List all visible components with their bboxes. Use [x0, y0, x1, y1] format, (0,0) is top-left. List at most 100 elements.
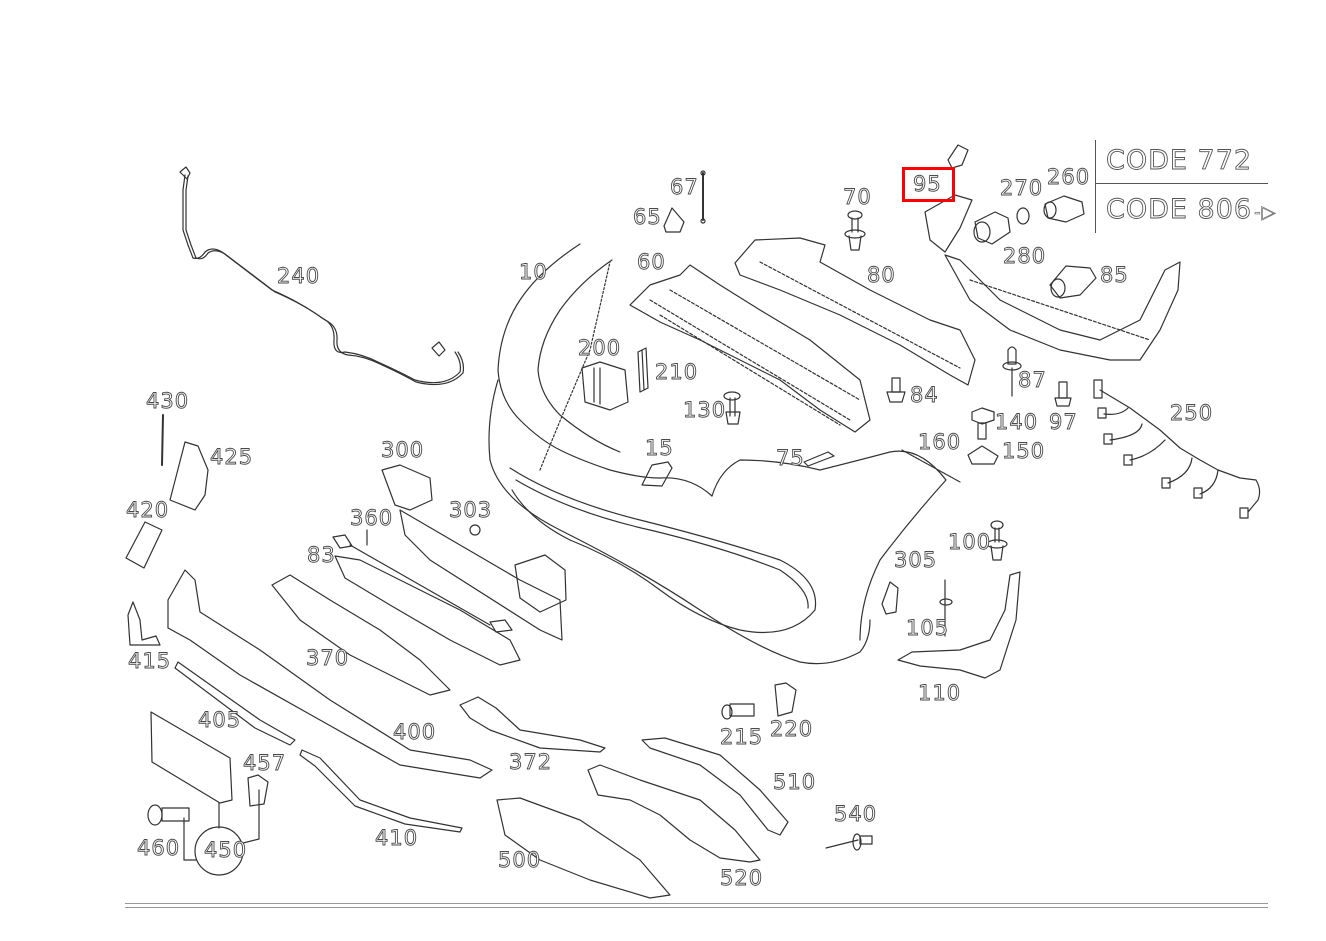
- cover-420[interactable]: [125, 521, 163, 569]
- callout-250[interactable]: 250: [1170, 401, 1214, 425]
- rivet-87[interactable]: [1002, 346, 1022, 397]
- callout-200[interactable]: 200: [578, 336, 622, 360]
- callout-150[interactable]: 150: [1002, 439, 1046, 463]
- callout-240[interactable]: 240: [277, 264, 321, 288]
- callout-540[interactable]: 540: [834, 802, 878, 826]
- frame-520[interactable]: [587, 764, 761, 863]
- callout-270[interactable]: 270: [1000, 176, 1044, 200]
- callout-400[interactable]: 400: [393, 720, 437, 744]
- callout-10[interactable]: 10: [519, 260, 548, 284]
- trim-510[interactable]: [641, 737, 789, 836]
- cap-15[interactable]: [641, 461, 673, 487]
- bolt-140[interactable]: [971, 407, 995, 440]
- code-806-link[interactable]: CODE 806-▷: [1106, 194, 1277, 226]
- callout-410[interactable]: 410: [375, 826, 419, 850]
- callout-110[interactable]: 110: [918, 681, 962, 705]
- callout-215[interactable]: 215: [720, 725, 764, 749]
- bracket-95[interactable]: [924, 144, 973, 253]
- carrier-80[interactable]: [734, 237, 976, 386]
- park-sensor-280[interactable]: [973, 211, 1011, 245]
- callout-210[interactable]: 210: [655, 360, 699, 384]
- code-772-label[interactable]: CODE 772: [1106, 145, 1253, 177]
- bracket-305[interactable]: [881, 581, 899, 615]
- callout-60[interactable]: 60: [637, 250, 666, 274]
- park-sensor-260[interactable]: [1043, 195, 1085, 223]
- callout-70[interactable]: 70: [843, 185, 872, 209]
- spoiler-370[interactable]: [271, 574, 451, 696]
- callout-450[interactable]: 450: [204, 838, 248, 862]
- bracket-110[interactable]: [897, 571, 1021, 679]
- impact-absorber-300[interactable]: [381, 464, 567, 641]
- callout-500[interactable]: 500: [498, 848, 542, 872]
- trim-405[interactable]: [174, 661, 296, 746]
- carrier-right[interactable]: [944, 254, 1181, 361]
- callout-84[interactable]: 84: [910, 383, 939, 407]
- strip-160[interactable]: [901, 449, 961, 483]
- bumper-cover-10[interactable]: [488, 243, 947, 665]
- callout-305[interactable]: 305: [894, 548, 938, 572]
- callout-372[interactable]: 372: [509, 750, 553, 774]
- wire-harness-250[interactable]: [1093, 379, 1261, 519]
- callout-130[interactable]: 130: [683, 398, 727, 422]
- callout-80[interactable]: 80: [867, 263, 896, 287]
- callout-105[interactable]: 105: [906, 616, 950, 640]
- clip-100[interactable]: [986, 520, 1008, 561]
- part-65[interactable]: [663, 207, 685, 233]
- rivet-540[interactable]: [825, 833, 873, 851]
- callout-457[interactable]: 457: [243, 751, 287, 775]
- callout-510[interactable]: 510: [773, 770, 817, 794]
- part-67[interactable]: [700, 170, 706, 224]
- callout-425[interactable]: 425: [210, 445, 254, 469]
- nut-457[interactable]: [247, 774, 269, 807]
- bracket-425[interactable]: [169, 441, 209, 511]
- callout-75[interactable]: 75: [776, 446, 805, 470]
- callout-280[interactable]: 280: [1003, 244, 1047, 268]
- wire-harness-240[interactable]: [179, 166, 465, 386]
- plate-bracket-450[interactable]: [150, 711, 260, 876]
- callout-83[interactable]: 83: [307, 543, 336, 567]
- clip-303[interactable]: [469, 524, 481, 536]
- module-200[interactable]: [581, 361, 629, 411]
- nut-220[interactable]: [774, 682, 797, 717]
- trim-410[interactable]: [299, 749, 463, 833]
- callout-67[interactable]: 67: [670, 175, 699, 199]
- callout-85[interactable]: 85: [1100, 263, 1129, 287]
- callout-520[interactable]: 520: [720, 866, 764, 890]
- callout-360[interactable]: 360: [350, 506, 394, 530]
- callout-300[interactable]: 300: [381, 438, 425, 462]
- screw-215[interactable]: [721, 703, 755, 720]
- bracket-210[interactable]: [637, 347, 649, 393]
- callout-97[interactable]: 97: [1049, 410, 1078, 434]
- rod-430[interactable]: [161, 414, 164, 466]
- callout-65[interactable]: 65: [633, 205, 662, 229]
- strip-360[interactable]: [332, 529, 513, 633]
- callout-303[interactable]: 303: [449, 498, 493, 522]
- callout-430[interactable]: 430: [146, 389, 190, 413]
- callout-260[interactable]: 260: [1047, 165, 1091, 189]
- carrier-83[interactable]: [334, 555, 521, 666]
- clip-70[interactable]: [844, 210, 866, 251]
- trim-415[interactable]: [127, 601, 161, 646]
- callout-220[interactable]: 220: [770, 717, 814, 741]
- callout-87[interactable]: 87: [1018, 368, 1047, 392]
- callout-15[interactable]: 15: [645, 436, 674, 460]
- callout-140[interactable]: 140: [995, 410, 1039, 434]
- screw-460[interactable]: [147, 804, 190, 826]
- screw-84[interactable]: [886, 377, 906, 403]
- callout-415[interactable]: 415: [128, 649, 172, 673]
- callout-370[interactable]: 370: [306, 646, 350, 670]
- rivet-105[interactable]: [939, 579, 953, 637]
- callout-100[interactable]: 100: [948, 530, 992, 554]
- ring-270[interactable]: [1016, 207, 1030, 225]
- callout-405[interactable]: 405: [198, 708, 242, 732]
- grille-500[interactable]: [496, 797, 671, 899]
- sensor-85[interactable]: [1049, 265, 1097, 299]
- clip-130[interactable]: [723, 391, 741, 425]
- callout-460[interactable]: 460: [137, 836, 181, 860]
- callout-95[interactable]: 95: [902, 167, 955, 202]
- strip-75[interactable]: [803, 451, 835, 467]
- nut-150[interactable]: [967, 445, 999, 465]
- screw-97[interactable]: [1054, 381, 1072, 407]
- trim-372[interactable]: [459, 696, 606, 753]
- grille-60[interactable]: [629, 264, 871, 433]
